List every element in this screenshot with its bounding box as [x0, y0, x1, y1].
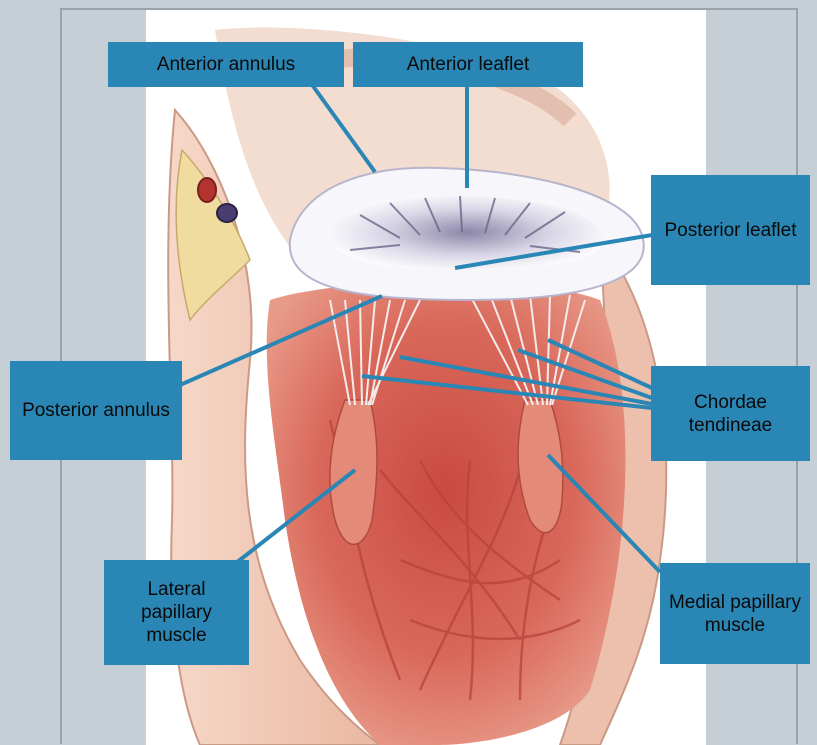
label-anterior-leaflet: Anterior leaflet: [353, 42, 583, 87]
label-anterior-annulus: Anterior annulus: [108, 42, 344, 87]
coronary-sinus: [217, 204, 237, 222]
label-posterior-annulus: Posterior annulus: [10, 361, 182, 460]
label-posterior-leaflet: Posterior leaflet: [651, 175, 810, 285]
label-medial-papillary-muscle: Medial papillary muscle: [660, 563, 810, 664]
coronary-artery: [198, 178, 216, 202]
label-chordae-tendineae: Chordae tendineae: [651, 366, 810, 461]
label-lateral-papillary-muscle: Lateral papillary muscle: [104, 560, 249, 665]
